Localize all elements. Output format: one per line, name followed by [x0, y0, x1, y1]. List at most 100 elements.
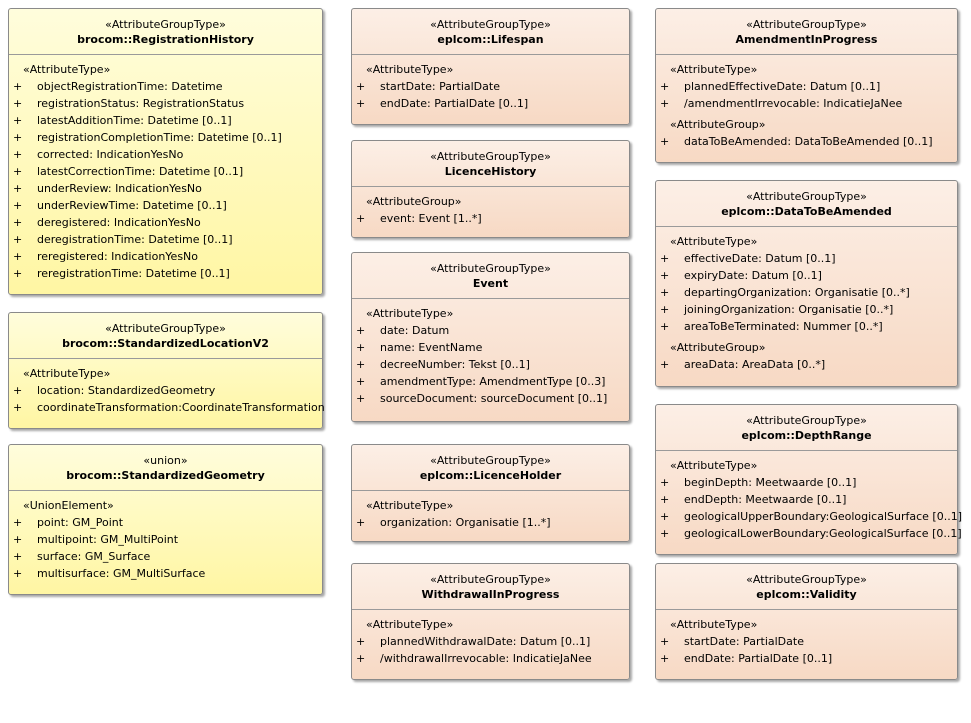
class-box-withdrawal-in-progress[interactable]: «AttributeGroupType»WithdrawalInProgress… — [351, 563, 630, 680]
attribute-row[interactable]: +multisurface: GM_MultiSurface — [9, 565, 322, 582]
attribute-row[interactable]: +deregistrationTime: Datetime [0..1] — [9, 231, 322, 248]
attribute-text: latestAdditionTime: Datetime [0..1] — [37, 114, 232, 127]
class-name: AmendmentInProgress — [735, 33, 878, 46]
attribute-row[interactable]: +endDepth: Meetwaarde [0..1] — [656, 491, 957, 508]
class-header: «AttributeGroupType»eplcom::Validity — [656, 564, 957, 610]
attribute-row[interactable]: + reregistrationTime: Datetime [0..1] — [9, 265, 322, 282]
attribute-text: underReview: IndicationYesNo — [37, 182, 202, 195]
visibility-marker: + — [13, 80, 23, 93]
attribute-row[interactable]: +surface: GM_Surface — [9, 548, 322, 565]
attribute-text: geologicalUpperBoundary:GeologicalSurfac… — [684, 510, 963, 523]
attribute-text: surface: GM_Surface — [37, 550, 151, 563]
attribute-row[interactable]: +latestCorrectionTime: Datetime [0..1] — [9, 163, 322, 180]
visibility-marker: + — [660, 135, 670, 148]
visibility-marker: + — [356, 652, 366, 665]
attribute-compartment: «AttributeType» +startDate: PartialDate+e… — [656, 610, 957, 667]
class-box-lifespan[interactable]: «AttributeGroupType»eplcom::Lifespan«Att… — [351, 8, 630, 125]
attribute-row[interactable]: +areaData: AreaData [0..*] — [656, 356, 957, 373]
attribute-row[interactable]: +beginDepth: Meetwaarde [0..1] — [656, 474, 957, 491]
attribute-text: effectiveDate: Datum [0..1] — [684, 252, 836, 265]
attribute-row[interactable]: +geologicalLowerBoundary:GeologicalSurfa… — [656, 525, 962, 542]
attribute-text: objectRegistrationTime: Datetime — [37, 80, 223, 93]
attribute-row[interactable]: +joiningOrganization: Organisatie [0..*] — [656, 301, 957, 318]
attribute-row[interactable]: + underReview: IndicationYesNo — [9, 180, 322, 197]
attribute-row[interactable]: +/amendmentIrrevocable: IndicatieJaNee — [656, 95, 957, 112]
visibility-marker: + — [13, 199, 23, 212]
attribute-row[interactable]: +organization: Organisatie [1..*] — [352, 514, 629, 531]
class-box-licence-history[interactable]: «AttributeGroupType»LicenceHistory«Attri… — [351, 140, 630, 238]
attribute-row[interactable]: +sourceDocument: sourceDocument [0..1] — [352, 390, 629, 407]
class-box-event[interactable]: «AttributeGroupType»Event«AttributeType»… — [351, 252, 630, 422]
attribute-row[interactable]: +corrected: IndicationYesNo — [9, 146, 322, 163]
visibility-marker: + — [660, 527, 670, 540]
attribute-row[interactable]: +event: Event [1..*] — [352, 210, 629, 227]
visibility-marker: + — [13, 250, 23, 263]
attribute-text: startDate: PartialDate — [380, 80, 500, 93]
class-box-depth-range[interactable]: «AttributeGroupType»eplcom::DepthRange«A… — [655, 404, 962, 555]
attribute-text: reregistrationTime: Datetime [0..1] — [37, 267, 230, 280]
attribute-row[interactable]: + plannedEffectiveDate: Datum [0..1] — [656, 78, 957, 95]
attribute-row[interactable]: +/withdrawalIrrevocable: IndicatieJaNee — [352, 650, 629, 667]
class-box-data-to-be-amended[interactable]: «AttributeGroupType»eplcom::DataToBeAmen… — [655, 180, 958, 387]
attribute-row[interactable]: +location: StandardizedGeometry — [9, 382, 322, 399]
class-box-standardized-geometry[interactable]: «union»brocom::StandardizedGeometry«Unio… — [8, 444, 323, 595]
visibility-marker: + — [660, 476, 670, 489]
attribute-section: «AttributeType» +date: Datum+name: EventN… — [352, 305, 629, 407]
attribute-text: amendmentType: AmendmentType [0..3] — [380, 375, 606, 388]
section-stereotype: «AttributeType» — [670, 618, 758, 631]
class-box-amendment-in-progress[interactable]: «AttributeGroupType»AmendmentInProgress«… — [655, 8, 958, 163]
attribute-text: endDate: PartialDate [0..1] — [380, 97, 529, 110]
attribute-row[interactable]: +geologicalUpperBoundary:GeologicalSurfa… — [656, 508, 962, 525]
visibility-marker: + — [660, 80, 670, 93]
class-header: «AttributeGroupType»brocom::Standardized… — [9, 313, 322, 359]
attribute-row[interactable]: +point: GM_Point — [9, 514, 322, 531]
visibility-marker: + — [13, 267, 23, 280]
attribute-row[interactable]: +departingOrganization: Organisatie [0..… — [656, 284, 957, 301]
attribute-row[interactable]: +plannedWithdrawalDate: Datum [0..1] — [352, 633, 629, 650]
attribute-row[interactable]: +endDate: PartialDate [0..1] — [352, 95, 629, 112]
attribute-row[interactable]: +expiryDate: Datum [0..1] — [656, 267, 957, 284]
attribute-row[interactable]: +startDate: PartialDate — [352, 78, 629, 95]
class-box-standardized-location-v2[interactable]: «AttributeGroupType»brocom::Standardized… — [8, 312, 325, 429]
attribute-compartment: «AttributeType» +date: Datum+name: EventN… — [352, 299, 629, 407]
attribute-row[interactable]: +startDate: PartialDate — [656, 633, 957, 650]
attribute-text: registrationStatus: RegistrationStatus — [37, 97, 245, 110]
attribute-text: deregistrationTime: Datetime [0..1] — [37, 233, 233, 246]
attribute-text: coordinateTransformation:CoordinateTrans… — [37, 401, 325, 414]
attribute-compartment: «AttributeType»+beginDepth: Meetwaarde [… — [656, 451, 962, 542]
attribute-row[interactable]: +deregistered: IndicationYesNo — [9, 214, 322, 231]
class-box-registration-history[interactable]: «AttributeGroupType»brocom::Registration… — [8, 8, 323, 295]
attribute-section: «AttributeType»+startDate: PartialDate+e… — [352, 61, 629, 112]
class-name: brocom::StandardizedGeometry — [66, 469, 265, 482]
attribute-text: plannedEffectiveDate: Datum [0..1] — [684, 80, 881, 93]
attribute-row[interactable]: +coordinateTransformation:CoordinateTran… — [9, 399, 325, 416]
attribute-row[interactable]: +effectiveDate: Datum [0..1] — [656, 250, 957, 267]
attribute-row[interactable]: +amendmentType: AmendmentType [0..3] — [352, 373, 629, 390]
attribute-row[interactable]: +multipoint: GM_MultiPoint — [9, 531, 322, 548]
visibility-marker: + — [660, 97, 670, 110]
attribute-row[interactable]: +registrationStatus: RegistrationStatus — [9, 95, 322, 112]
attribute-row[interactable]: + objectRegistrationTime: Datetime — [9, 78, 322, 95]
class-box-licence-holder[interactable]: «AttributeGroupType»eplcom::LicenceHolde… — [351, 444, 630, 542]
attribute-row[interactable]: +date: Datum — [352, 322, 629, 339]
attribute-row[interactable]: +dataToBeAmended: DataToBeAmended [0..1] — [656, 133, 957, 150]
attribute-compartment: «AttributeType»+plannedEffectiveDate: Da… — [656, 55, 957, 150]
attribute-row[interactable]: +areaToBeTerminated: Nummer [0..*] — [656, 318, 957, 335]
class-box-validity[interactable]: «AttributeGroupType»eplcom::Validity«Att… — [655, 563, 958, 680]
attribute-text: corrected: IndicationYesNo — [37, 148, 184, 161]
visibility-marker: + — [13, 182, 23, 195]
attribute-row[interactable]: +registrationCompletionTime: Datetime [0… — [9, 129, 322, 146]
visibility-marker: + — [356, 341, 366, 354]
attribute-row[interactable]: +latestAdditionTime: Datetime [0..1] — [9, 112, 322, 129]
attribute-row[interactable]: +reregistered: IndicationYesNo — [9, 248, 322, 265]
attribute-row[interactable]: +endDate: PartialDate [0..1] — [656, 650, 957, 667]
attribute-row[interactable]: +decreeNumber: Tekst [0..1] — [352, 356, 629, 373]
attribute-row[interactable]: +underReviewTime: Datetime [0..1] — [9, 197, 322, 214]
attribute-row[interactable]: +name: EventName — [352, 339, 629, 356]
attribute-compartment: «AttributeGroup»+event: Event [1..*] — [352, 187, 629, 227]
section-stereotype: «UnionElement» — [23, 499, 114, 512]
attribute-section: «AttributeType»+plannedWithdrawalDate: D… — [352, 616, 629, 667]
section-stereotype: «AttributeType» — [366, 307, 454, 320]
attribute-section: «AttributeType»+organization: Organisati… — [352, 497, 629, 531]
visibility-marker: + — [356, 635, 366, 648]
